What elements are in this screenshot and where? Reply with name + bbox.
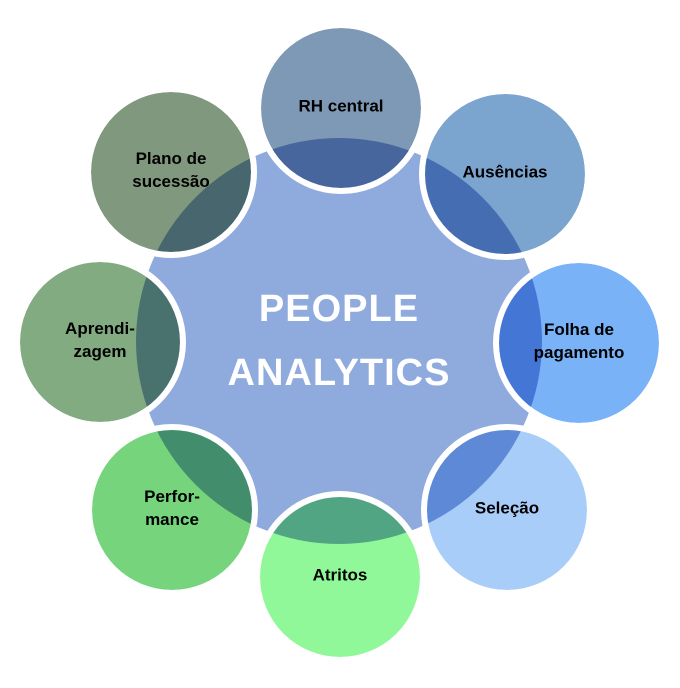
node-ring-plano-de-sucessao: [85, 86, 257, 258]
center-label: PEOPLE ANALYTICS: [227, 288, 451, 394]
node-ring-folha-de-pagamento: [493, 257, 665, 429]
node-ring-performance: [86, 424, 258, 596]
node-label-atritos: Atritos: [312, 565, 368, 585]
node-ring-aprendizagem: [14, 256, 186, 428]
node-label-plano-de-sucessao: Plano de sucessão: [132, 149, 210, 191]
node-label-rh-central: RH central: [298, 96, 384, 116]
node-ring-ausencias: [419, 88, 591, 260]
node-label-performance: Perfor- mance: [144, 487, 200, 529]
node-label-selecao: Seleção: [474, 498, 540, 518]
node-ring-rh-central: [255, 22, 427, 194]
node-label-ausencias: Ausências: [462, 162, 548, 182]
node-ring-selecao: [421, 424, 593, 596]
node-label-aprendizagem: Aprendi- zagem: [65, 319, 135, 361]
node-label-folha-de-pagamento: Folha de pagamento: [533, 320, 625, 362]
node-ring-atritos: [254, 491, 426, 663]
